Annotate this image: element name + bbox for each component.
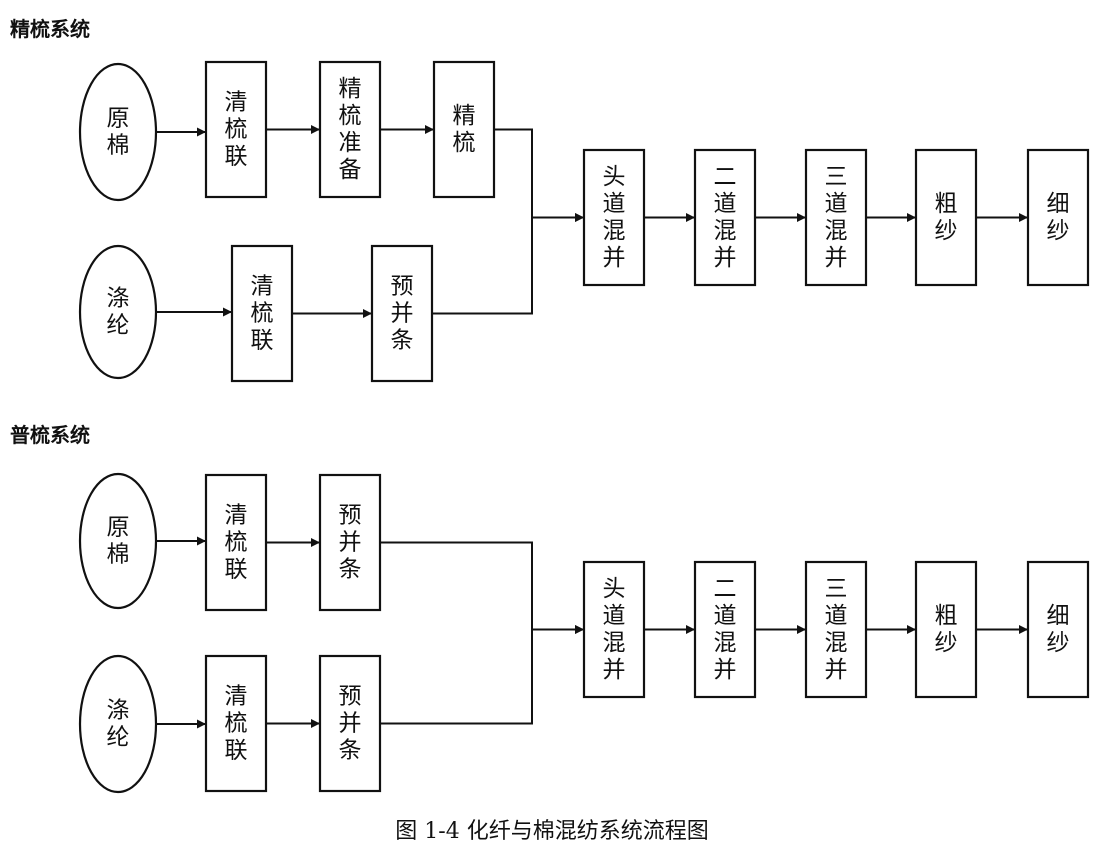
node-ellipse bbox=[78, 62, 158, 202]
flow-node: 细纱 bbox=[1026, 560, 1090, 699]
node-box bbox=[582, 560, 646, 699]
node-label: 细纱 bbox=[1047, 603, 1070, 656]
nodes-layer: 原棉清梳联精梳准备精梳涤纶清梳联预并条头道混并二道混并三道混并粗纱细纱原棉清梳联… bbox=[78, 60, 1090, 794]
node-box bbox=[693, 148, 757, 287]
node-label: 清梳联 bbox=[225, 684, 248, 764]
node-box bbox=[318, 60, 382, 199]
node-label: 涤纶 bbox=[107, 286, 130, 339]
flow-node: 三道混并 bbox=[804, 560, 868, 699]
node-label: 原棉 bbox=[107, 106, 130, 159]
node-box bbox=[804, 560, 868, 699]
flow-node: 清梳联 bbox=[204, 473, 268, 612]
node-label: 预并条 bbox=[391, 274, 414, 354]
section-title-carded: 普梳系统 bbox=[10, 423, 90, 447]
flow-arrow bbox=[494, 128, 584, 222]
node-box bbox=[804, 148, 868, 287]
section-title-combed: 精梳系统 bbox=[10, 17, 90, 41]
node-label: 二道混并 bbox=[714, 164, 737, 271]
flow-node: 粗纱 bbox=[914, 560, 978, 699]
node-box bbox=[204, 473, 268, 612]
flow-arrow bbox=[380, 625, 584, 725]
flow-arrow bbox=[432, 213, 584, 315]
node-box bbox=[1026, 148, 1090, 287]
node-label: 原棉 bbox=[107, 515, 130, 568]
node-box bbox=[230, 244, 294, 383]
flow-node: 头道混并 bbox=[582, 148, 646, 287]
node-label: 清梳联 bbox=[225, 503, 248, 583]
node-label: 三道混并 bbox=[825, 164, 848, 271]
flow-node: 原棉 bbox=[78, 62, 158, 202]
node-label: 头道混并 bbox=[603, 576, 626, 683]
flow-node: 细纱 bbox=[1026, 148, 1090, 287]
flow-node: 清梳联 bbox=[204, 60, 268, 199]
node-label: 预并条 bbox=[339, 503, 362, 583]
node-label: 粗纱 bbox=[935, 603, 958, 656]
flow-node: 头道混并 bbox=[582, 560, 646, 699]
node-box bbox=[318, 654, 382, 793]
figure-caption: 图 1-4 化纤与棉混纺系统流程图 bbox=[395, 819, 708, 844]
flow-node: 二道混并 bbox=[693, 560, 757, 699]
node-ellipse bbox=[78, 472, 158, 610]
node-label: 粗纱 bbox=[935, 191, 958, 244]
node-label: 清梳联 bbox=[225, 90, 248, 170]
node-box bbox=[318, 473, 382, 612]
flow-node: 涤纶 bbox=[78, 244, 158, 380]
flow-node: 预并条 bbox=[370, 244, 434, 383]
node-box bbox=[1026, 560, 1090, 699]
node-label: 精梳准备 bbox=[339, 76, 362, 183]
node-box bbox=[370, 244, 434, 383]
node-box bbox=[432, 60, 496, 199]
flow-node: 清梳联 bbox=[204, 654, 268, 793]
node-box bbox=[914, 148, 978, 287]
flow-node: 预并条 bbox=[318, 654, 382, 793]
flow-node: 精梳 bbox=[432, 60, 496, 199]
node-label: 清梳联 bbox=[251, 274, 274, 354]
node-ellipse bbox=[78, 654, 158, 794]
flow-node: 涤纶 bbox=[78, 654, 158, 794]
flow-node: 三道混并 bbox=[804, 148, 868, 287]
node-box bbox=[693, 560, 757, 699]
flow-arrow bbox=[380, 541, 584, 634]
node-box bbox=[582, 148, 646, 287]
node-label: 细纱 bbox=[1047, 191, 1070, 244]
flow-node: 清梳联 bbox=[230, 244, 294, 383]
node-label: 精梳 bbox=[453, 103, 476, 156]
flow-node: 粗纱 bbox=[914, 148, 978, 287]
node-box bbox=[914, 560, 978, 699]
node-label: 二道混并 bbox=[714, 576, 737, 683]
node-label: 三道混并 bbox=[825, 576, 848, 683]
flow-node: 精梳准备 bbox=[318, 60, 382, 199]
flow-node: 二道混并 bbox=[693, 148, 757, 287]
node-ellipse bbox=[78, 244, 158, 380]
node-box bbox=[204, 60, 268, 199]
node-label: 涤纶 bbox=[107, 698, 130, 751]
node-label: 头道混并 bbox=[603, 164, 626, 271]
node-box bbox=[204, 654, 268, 793]
edges-layer bbox=[156, 125, 1028, 729]
flow-node: 预并条 bbox=[318, 473, 382, 612]
node-label: 预并条 bbox=[339, 684, 362, 764]
flow-node: 原棉 bbox=[78, 472, 158, 610]
